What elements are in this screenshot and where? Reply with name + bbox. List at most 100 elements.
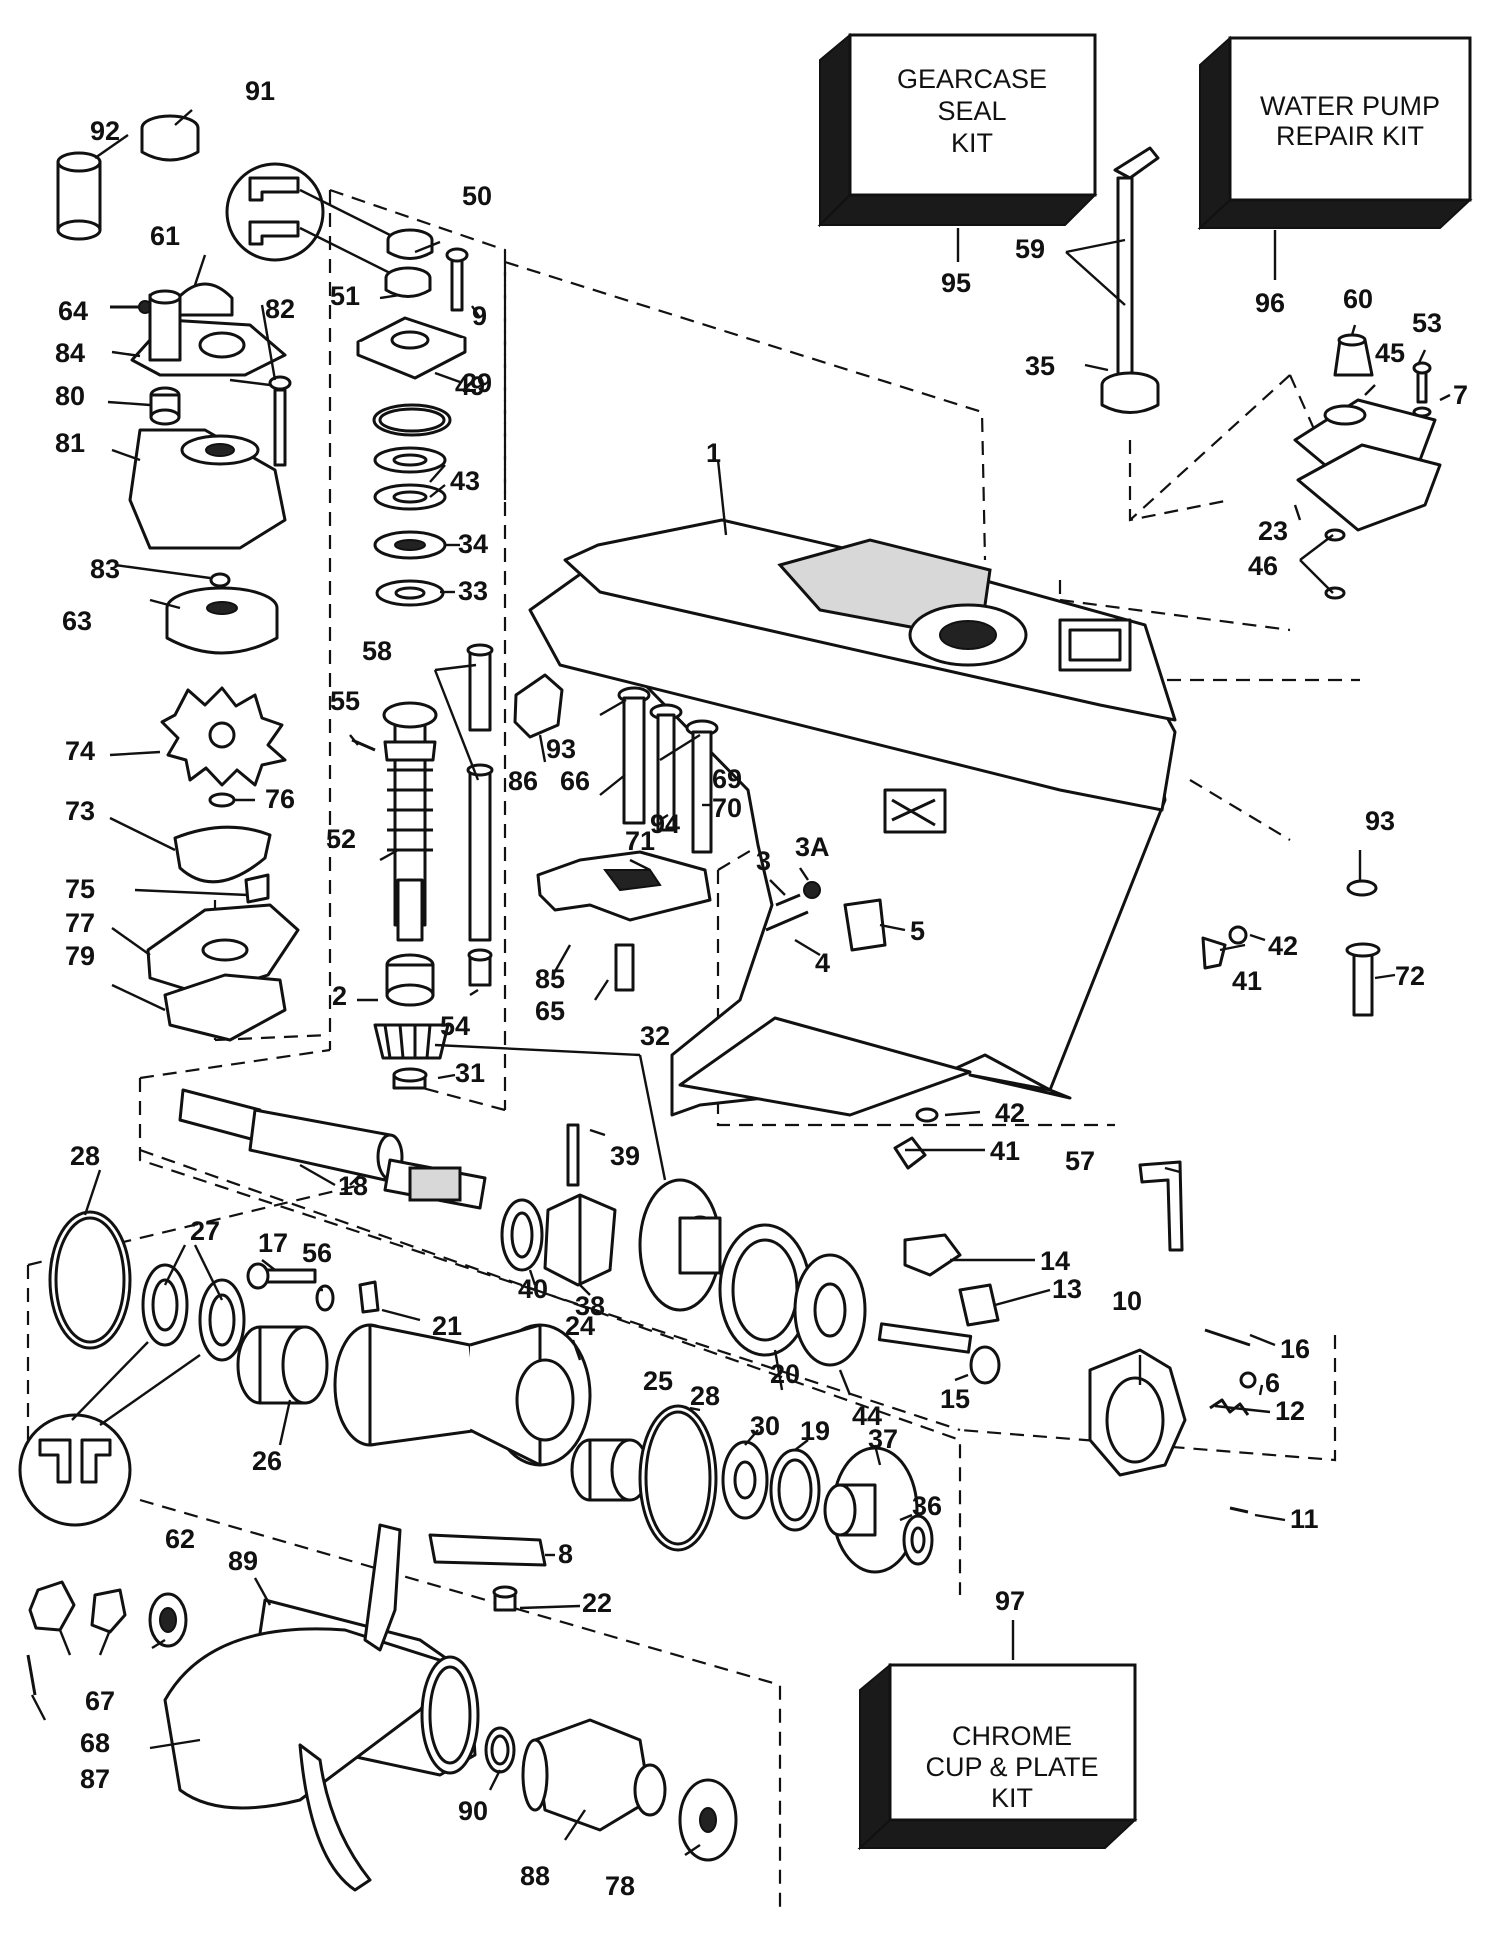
callout-13: 13 (1052, 1274, 1082, 1304)
callout-23-label: 23 (1258, 516, 1288, 546)
callout-54: 54 (440, 1011, 470, 1041)
callout-39: 39 (610, 1141, 640, 1171)
callout-24: 24 (565, 1311, 595, 1341)
callout-64: 64 (58, 296, 88, 326)
callout-26: 26 (252, 1446, 282, 1476)
callout-41-upper: 41 (1232, 966, 1262, 996)
callout-93-left: 93 (546, 734, 576, 764)
callout-1: 1 (706, 438, 721, 468)
callout-labels: 1 2 3 3A 4 5 6 7 8 9 10 11 12 13 14 15 1… (55, 76, 1468, 1901)
callout-63: 63 (62, 606, 92, 636)
callout-81: 81 (55, 428, 85, 458)
callout-43: 43 (450, 466, 480, 496)
callout-30: 30 (750, 1411, 780, 1441)
gearcase-kit-line-1: GEARCASE (897, 64, 1047, 94)
callout-32: 32 (640, 1021, 670, 1051)
leader-lines (30, 109, 1451, 1856)
callout-20: 20 (770, 1359, 800, 1389)
callout-38: 38 (575, 1291, 605, 1321)
callout-25: 25 (643, 1366, 673, 1396)
callout-65: 65 (535, 996, 565, 1026)
callout-8: 8 (558, 1539, 573, 1569)
housing-small-parts (513, 673, 1381, 1170)
callout-71: 71 (625, 826, 655, 856)
callout-17: 17 (258, 1228, 288, 1258)
propeller-parts (26, 1523, 738, 1892)
callout-4: 4 (815, 948, 830, 978)
callout-35: 35 (1025, 351, 1055, 381)
callout-76: 76 (265, 784, 295, 814)
callout-22: 22 (582, 1588, 612, 1618)
kit-leaders (956, 228, 1277, 1660)
chrome-kit-line-2: CUP & PLATE (925, 1752, 1098, 1782)
callout-73: 73 (65, 796, 95, 826)
callout-95: 95 (941, 268, 971, 298)
callout-28-left: 28 (70, 1141, 100, 1171)
callout-92: 92 (90, 116, 120, 146)
part-86 (513, 673, 564, 739)
callout-7: 7 (1453, 380, 1468, 410)
callout-59: 59 (1015, 234, 1045, 264)
callout-49: 49 (455, 371, 485, 401)
callout-97: 97 (995, 1586, 1025, 1616)
callout-55: 55 (330, 686, 360, 716)
callout-16: 16 (1280, 1334, 1310, 1364)
callout-60: 60 (1343, 284, 1373, 314)
callout-62: 62 (165, 1524, 195, 1554)
callout-29: 29 (462, 368, 492, 398)
water-tube-parts (1100, 146, 1442, 600)
callout-88: 88 (520, 1861, 550, 1891)
callout-36: 36 (912, 1491, 942, 1521)
callout-40: 40 (518, 1274, 548, 1304)
callout-56: 56 (302, 1238, 332, 1268)
gearcase-kit-line-2: SEAL (937, 96, 1006, 126)
water-pump-parts (56, 114, 300, 1042)
water-pump-kit-line-2: REPAIR KIT (1276, 121, 1424, 151)
callout-50: 50 (462, 181, 492, 211)
callout-27: 27 (190, 1216, 220, 1246)
callout-2: 2 (332, 981, 347, 1011)
callout-31: 31 (455, 1058, 485, 1088)
callout-41-lower: 41 (990, 1136, 1020, 1166)
callout-58: 58 (362, 636, 392, 666)
gearcase-seal-kit-box: GEARCASE SEAL KIT (817, 32, 1098, 228)
callout-74: 74 (65, 736, 95, 766)
callout-3a: 3A (795, 832, 830, 862)
callout-78: 78 (605, 1871, 635, 1901)
callout-19: 19 (800, 1416, 830, 1446)
callout-15: 15 (940, 1384, 970, 1414)
callout-67: 67 (85, 1686, 115, 1716)
chrome-kit-line-1: CHROME (952, 1721, 1072, 1751)
callout-52: 52 (326, 824, 356, 854)
callout-28-right: 28 (690, 1381, 720, 1411)
callout-66: 66 (560, 766, 590, 796)
callout-61: 61 (150, 221, 180, 251)
callout-11: 11 (1290, 1504, 1319, 1534)
callout-14: 14 (1040, 1246, 1070, 1276)
callout-53: 53 (1412, 308, 1442, 338)
callout-80: 80 (55, 381, 85, 411)
callout-93-right: 93 (1365, 806, 1395, 836)
callout-90: 90 (458, 1796, 488, 1826)
callout-51: 51 (330, 281, 360, 311)
callout-82: 82 (265, 294, 295, 324)
callout-57: 57 (1065, 1146, 1095, 1176)
callout-42-upper: 42 (1268, 931, 1298, 961)
callout-96: 96 (1255, 288, 1285, 318)
chrome-kit-line-3: KIT (991, 1783, 1033, 1813)
callout-34: 34 (458, 529, 488, 559)
callout-33: 33 (458, 576, 488, 606)
callout-37: 37 (868, 1424, 898, 1454)
callout-46: 46 (1248, 551, 1278, 581)
water-pump-kit-line-1: WATER PUMP (1260, 91, 1440, 121)
callout-9: 9 (472, 301, 487, 331)
callout-69: 69 (712, 764, 742, 794)
callout-5: 5 (910, 916, 925, 946)
callout-70: 70 (712, 793, 742, 823)
driveshaft-parts (225, 162, 494, 1090)
water-pump-kit-box: WATER PUMP REPAIR KIT (1197, 35, 1473, 231)
callout-77: 77 (65, 908, 95, 938)
callout-42-lower: 42 (995, 1098, 1025, 1128)
callout-68: 68 (80, 1728, 110, 1758)
callout-10: 10 (1112, 1286, 1142, 1316)
